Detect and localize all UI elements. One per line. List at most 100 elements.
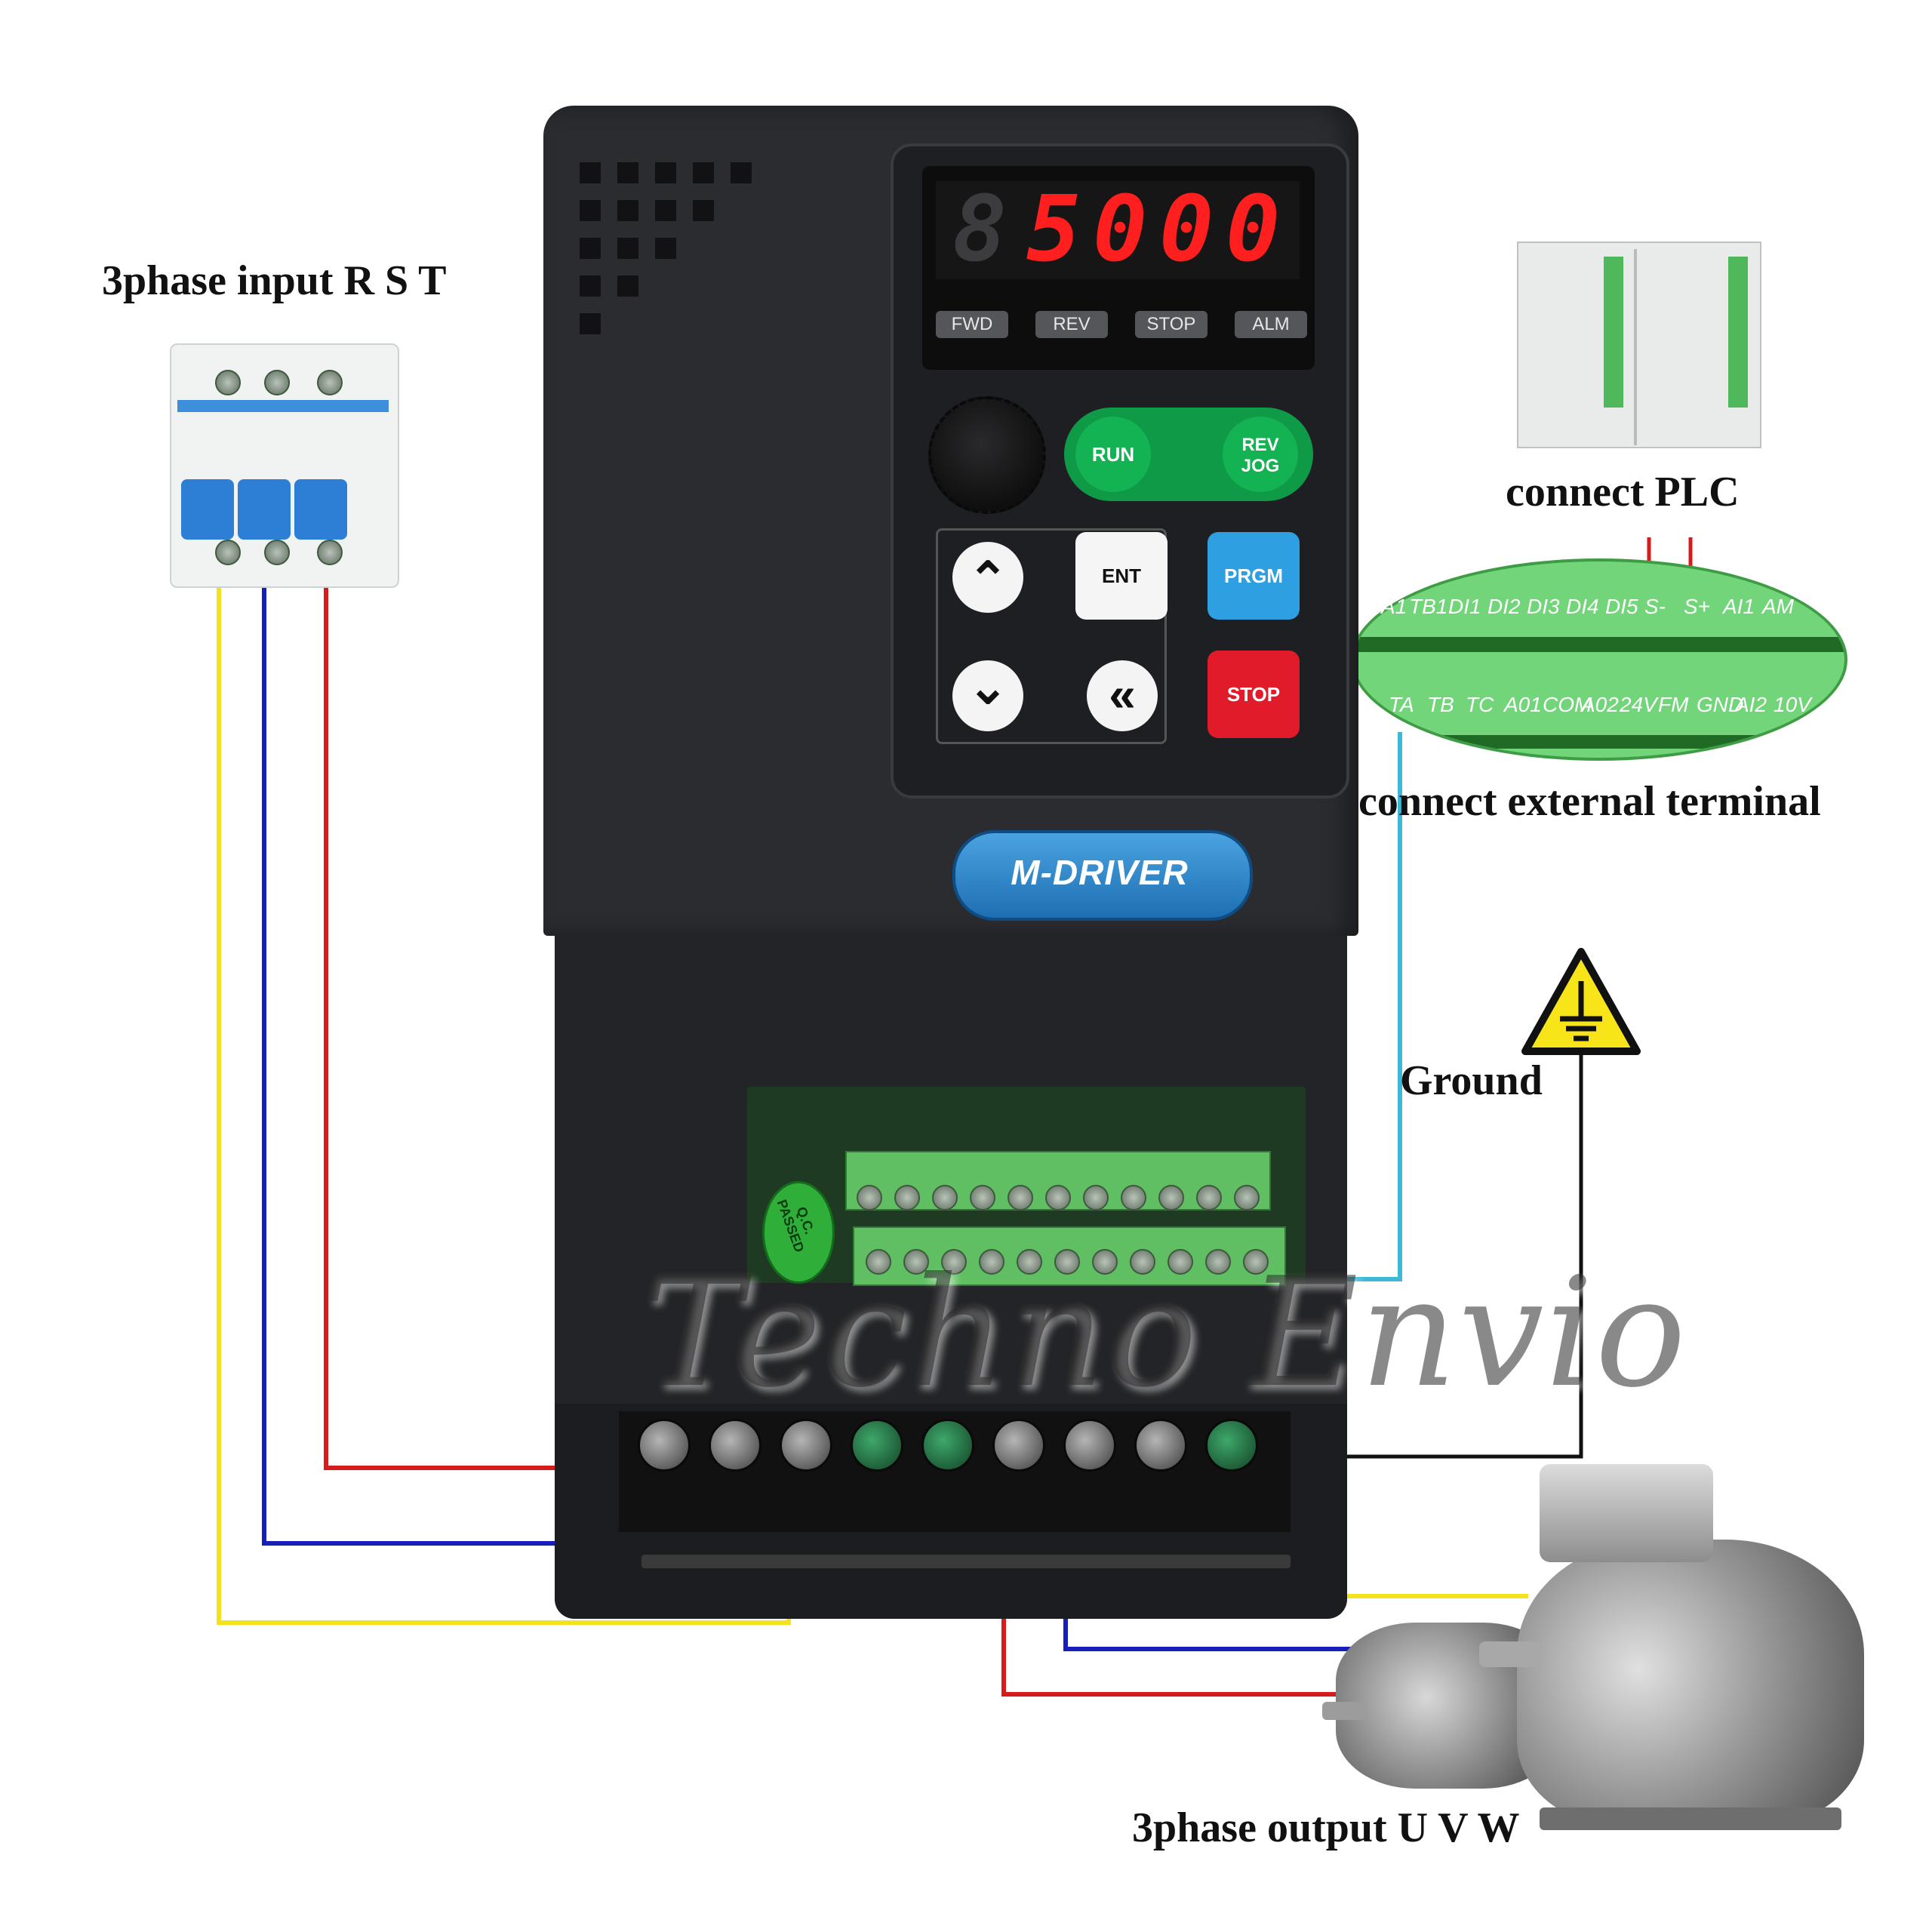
jog-label: JOG — [1241, 456, 1280, 476]
ext-terminal-label: FM — [1658, 693, 1689, 716]
breaker-screw — [264, 370, 290, 395]
control-terminal-screw — [1008, 1185, 1033, 1211]
control-terminal-screw — [1092, 1249, 1118, 1275]
external-terminal-block — [1351, 558, 1847, 761]
rev-jog-button[interactable]: REV JOG — [1223, 417, 1298, 492]
breaker-label-strip — [177, 400, 389, 412]
power-terminal-screw — [992, 1419, 1045, 1472]
indicator-fwd: FWD — [936, 311, 1008, 338]
ext-terminal-label: S+ — [1684, 595, 1711, 618]
ground-warning-icon — [1521, 948, 1641, 1055]
ext-top-strip — [1354, 637, 1844, 652]
ext-terminal-label: COM — [1543, 693, 1592, 716]
ext-terminal-label: AM — [1762, 595, 1794, 618]
control-terminal-screw — [1121, 1185, 1146, 1211]
ext-terminal-label: TC — [1466, 693, 1494, 716]
speed-knob[interactable] — [928, 396, 1046, 514]
control-terminal-screw — [1045, 1185, 1071, 1211]
motor-small-shaft — [1322, 1702, 1367, 1720]
vent-slot — [731, 162, 752, 183]
motor-large — [1517, 1540, 1864, 1826]
run-button[interactable]: RUN — [1075, 417, 1151, 492]
prgm-button[interactable]: PRGM — [1208, 532, 1300, 620]
motor-large-shaft — [1479, 1641, 1540, 1667]
breaker-screw — [264, 540, 290, 565]
power-terminal-screw — [780, 1419, 832, 1472]
display-digit: 8 — [952, 177, 1008, 282]
motor-base — [1540, 1807, 1841, 1830]
brand-name: M-DRIVER — [1011, 853, 1189, 892]
ext-terminal-label: TB — [1427, 693, 1454, 716]
ext-terminal-label: AI2 — [1735, 693, 1767, 716]
vent-slot — [655, 162, 676, 183]
plc-green-terminals — [1728, 257, 1748, 408]
caption-external: connect external terminal — [1358, 778, 1821, 825]
ext-terminal-label: TA — [1389, 693, 1414, 716]
display-digit: 0 — [1159, 177, 1214, 282]
control-terminal-screw — [1196, 1185, 1222, 1211]
brand-logo — [952, 830, 1253, 921]
arrow-key-panel — [936, 528, 1167, 744]
ext-terminal-label: S- — [1644, 595, 1666, 618]
ext-terminal-label: AI1 — [1723, 595, 1755, 618]
down-button[interactable]: ⌄ — [952, 660, 1023, 731]
shift-button[interactable]: « — [1087, 660, 1158, 731]
up-button[interactable]: ⌃ — [952, 542, 1023, 613]
control-terminal-screw — [1158, 1185, 1184, 1211]
control-terminal-screw — [894, 1185, 920, 1211]
bottom-vent-slot — [641, 1555, 1291, 1568]
motor-junction-box — [1540, 1464, 1713, 1562]
ent-button[interactable]: ENT — [1075, 532, 1168, 620]
ext-terminal-label: A02 — [1581, 693, 1619, 716]
control-terminal-screw — [1083, 1185, 1109, 1211]
display-digit: 0 — [1093, 177, 1148, 282]
control-terminal-screw — [1130, 1249, 1155, 1275]
indicator-stop: STOP — [1135, 311, 1208, 338]
power-terminal-screw — [1063, 1419, 1116, 1472]
ext-terminal-label: DI4 — [1566, 595, 1599, 618]
qc-passed-sticker — [762, 1181, 835, 1284]
breaker-toggle — [294, 479, 347, 540]
indicator-alm: ALM — [1235, 311, 1307, 338]
control-terminal-screw — [979, 1249, 1004, 1275]
ext-terminal-label: DI1 — [1448, 595, 1481, 618]
control-terminal-screw — [970, 1185, 995, 1211]
rev-label: REV — [1241, 435, 1279, 455]
ext-terminal-label: DI3 — [1527, 595, 1560, 618]
indicator-rev: REV — [1035, 311, 1108, 338]
breaker-toggle — [238, 479, 291, 540]
control-terminal-screw — [1054, 1249, 1080, 1275]
control-terminal-screw — [866, 1249, 891, 1275]
breaker-screw — [215, 370, 241, 395]
ext-terminal-label: 10V — [1774, 693, 1811, 716]
plc-module-divider — [1634, 249, 1637, 445]
control-terminal-screw — [1243, 1249, 1269, 1275]
vent-slot — [580, 162, 601, 183]
caption-input: 3phase input R S T — [102, 257, 447, 304]
stop-button[interactable]: STOP — [1208, 651, 1300, 738]
power-terminal-screw — [921, 1419, 974, 1472]
vent-slot — [655, 200, 676, 221]
breaker-toggle — [181, 479, 234, 540]
caption-output: 3phase output U V W — [1132, 1804, 1520, 1851]
control-terminal-screw — [1017, 1249, 1042, 1275]
control-terminal-screw — [1234, 1185, 1260, 1211]
breaker-screw — [317, 540, 343, 565]
power-terminal-screw — [851, 1419, 903, 1472]
ext-terminal-label: 24V — [1620, 693, 1657, 716]
control-terminal-screw — [903, 1249, 929, 1275]
vent-slot — [580, 200, 601, 221]
digit-window — [936, 181, 1300, 279]
power-terminal-screw — [1134, 1419, 1187, 1472]
caption-ground: Ground — [1400, 1057, 1543, 1104]
vent-slot — [617, 238, 638, 259]
vent-slot — [693, 162, 714, 183]
ext-terminal-label: TA1 — [1370, 595, 1407, 618]
watermark: Techno Envio — [641, 1245, 1688, 1421]
ext-terminal-label: DI2 — [1487, 595, 1521, 618]
vent-slot — [617, 200, 638, 221]
vent-slot — [655, 238, 676, 259]
control-terminal-screw — [941, 1249, 967, 1275]
breaker-screw — [317, 370, 343, 395]
ext-terminal-label: DI5 — [1605, 595, 1638, 618]
